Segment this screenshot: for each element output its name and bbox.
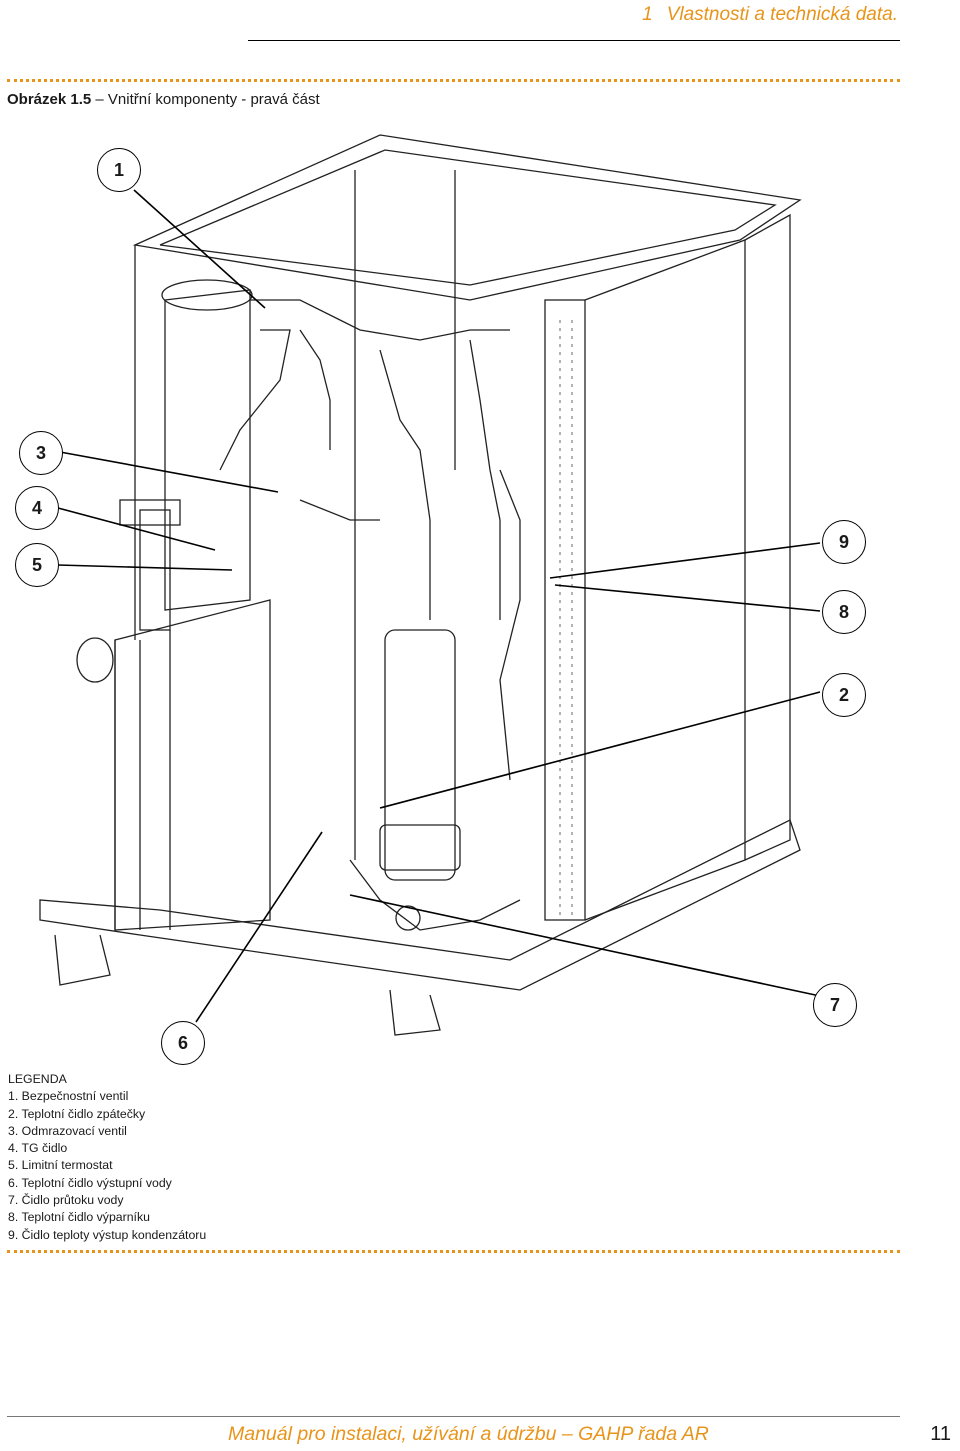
callout-6: 6 [161,1021,205,1065]
legend-item: 1. Bezpečnostní ventil [8,1089,129,1104]
leader-7 [349,894,821,997]
storage-tank [114,599,271,931]
legend-item: 6. Teplotní čidlo výstupní vody [8,1175,172,1190]
callout-9: 9 [822,520,866,564]
leader-9 [549,542,821,579]
footer-rule [7,1416,900,1417]
legend-item: 4. TG čidlo [8,1141,68,1156]
leader-6 [195,831,323,1023]
caption-text: – Vnitřní komponenty - pravá část [91,91,320,108]
legend-item: 7. Čidlo průtoku vody [8,1193,124,1208]
figure-caption: Obrázek 1.5 – Vnitřní komponenty - pravá… [7,91,320,108]
callout-2: 2 [822,673,866,717]
leader-1 [133,189,266,309]
callout-5: 5 [15,543,59,587]
footer-title: Manuál pro instalaci, užívání a údržbu –… [228,1423,709,1445]
pressure-gauge [395,905,421,931]
callout-4: 4 [15,486,59,530]
legend: LEGENDA 1. Bezpečnostní ventil 2. Teplot… [8,1071,206,1244]
compressor [164,289,251,611]
leader-5 [57,564,233,571]
callout-8: 8 [822,590,866,634]
top-frame [132,134,802,301]
chimney [139,509,171,631]
callout-7: 7 [813,983,857,1027]
leader-3 [59,451,279,493]
dotted-divider-top [7,79,900,82]
coil-panel [544,299,586,921]
technical-drawing [39,134,821,1036]
legend-item: 3. Odmrazovací ventil [8,1123,127,1138]
legend-item: 5. Limitní termostat [8,1158,113,1173]
header-rule [248,40,900,41]
accumulator [384,629,456,881]
page-number: 11 [930,1423,951,1445]
callout-1: 1 [97,148,141,192]
legend-item: 8. Teplotní čidlo výparníku [8,1210,150,1225]
legend-item: 9. Čidlo teploty výstup kondenzátoru [8,1227,207,1242]
leader-4 [57,507,216,551]
callout-3: 3 [19,431,63,475]
caption-label: Obrázek 1.5 [7,91,92,108]
leader-8 [554,584,821,612]
dotted-divider-bottom [7,1250,900,1253]
leader-2 [379,691,821,809]
page-header: 1 Vlastnosti a technická data. [642,4,898,26]
chapter-number: 1 [642,4,653,25]
legend-title: LEGENDA [8,1072,67,1086]
legend-item: 2. Teplotní čidlo zpátečky [8,1106,146,1121]
chapter-title: Vlastnosti a technická data. [666,4,898,25]
base-frame [39,819,801,991]
